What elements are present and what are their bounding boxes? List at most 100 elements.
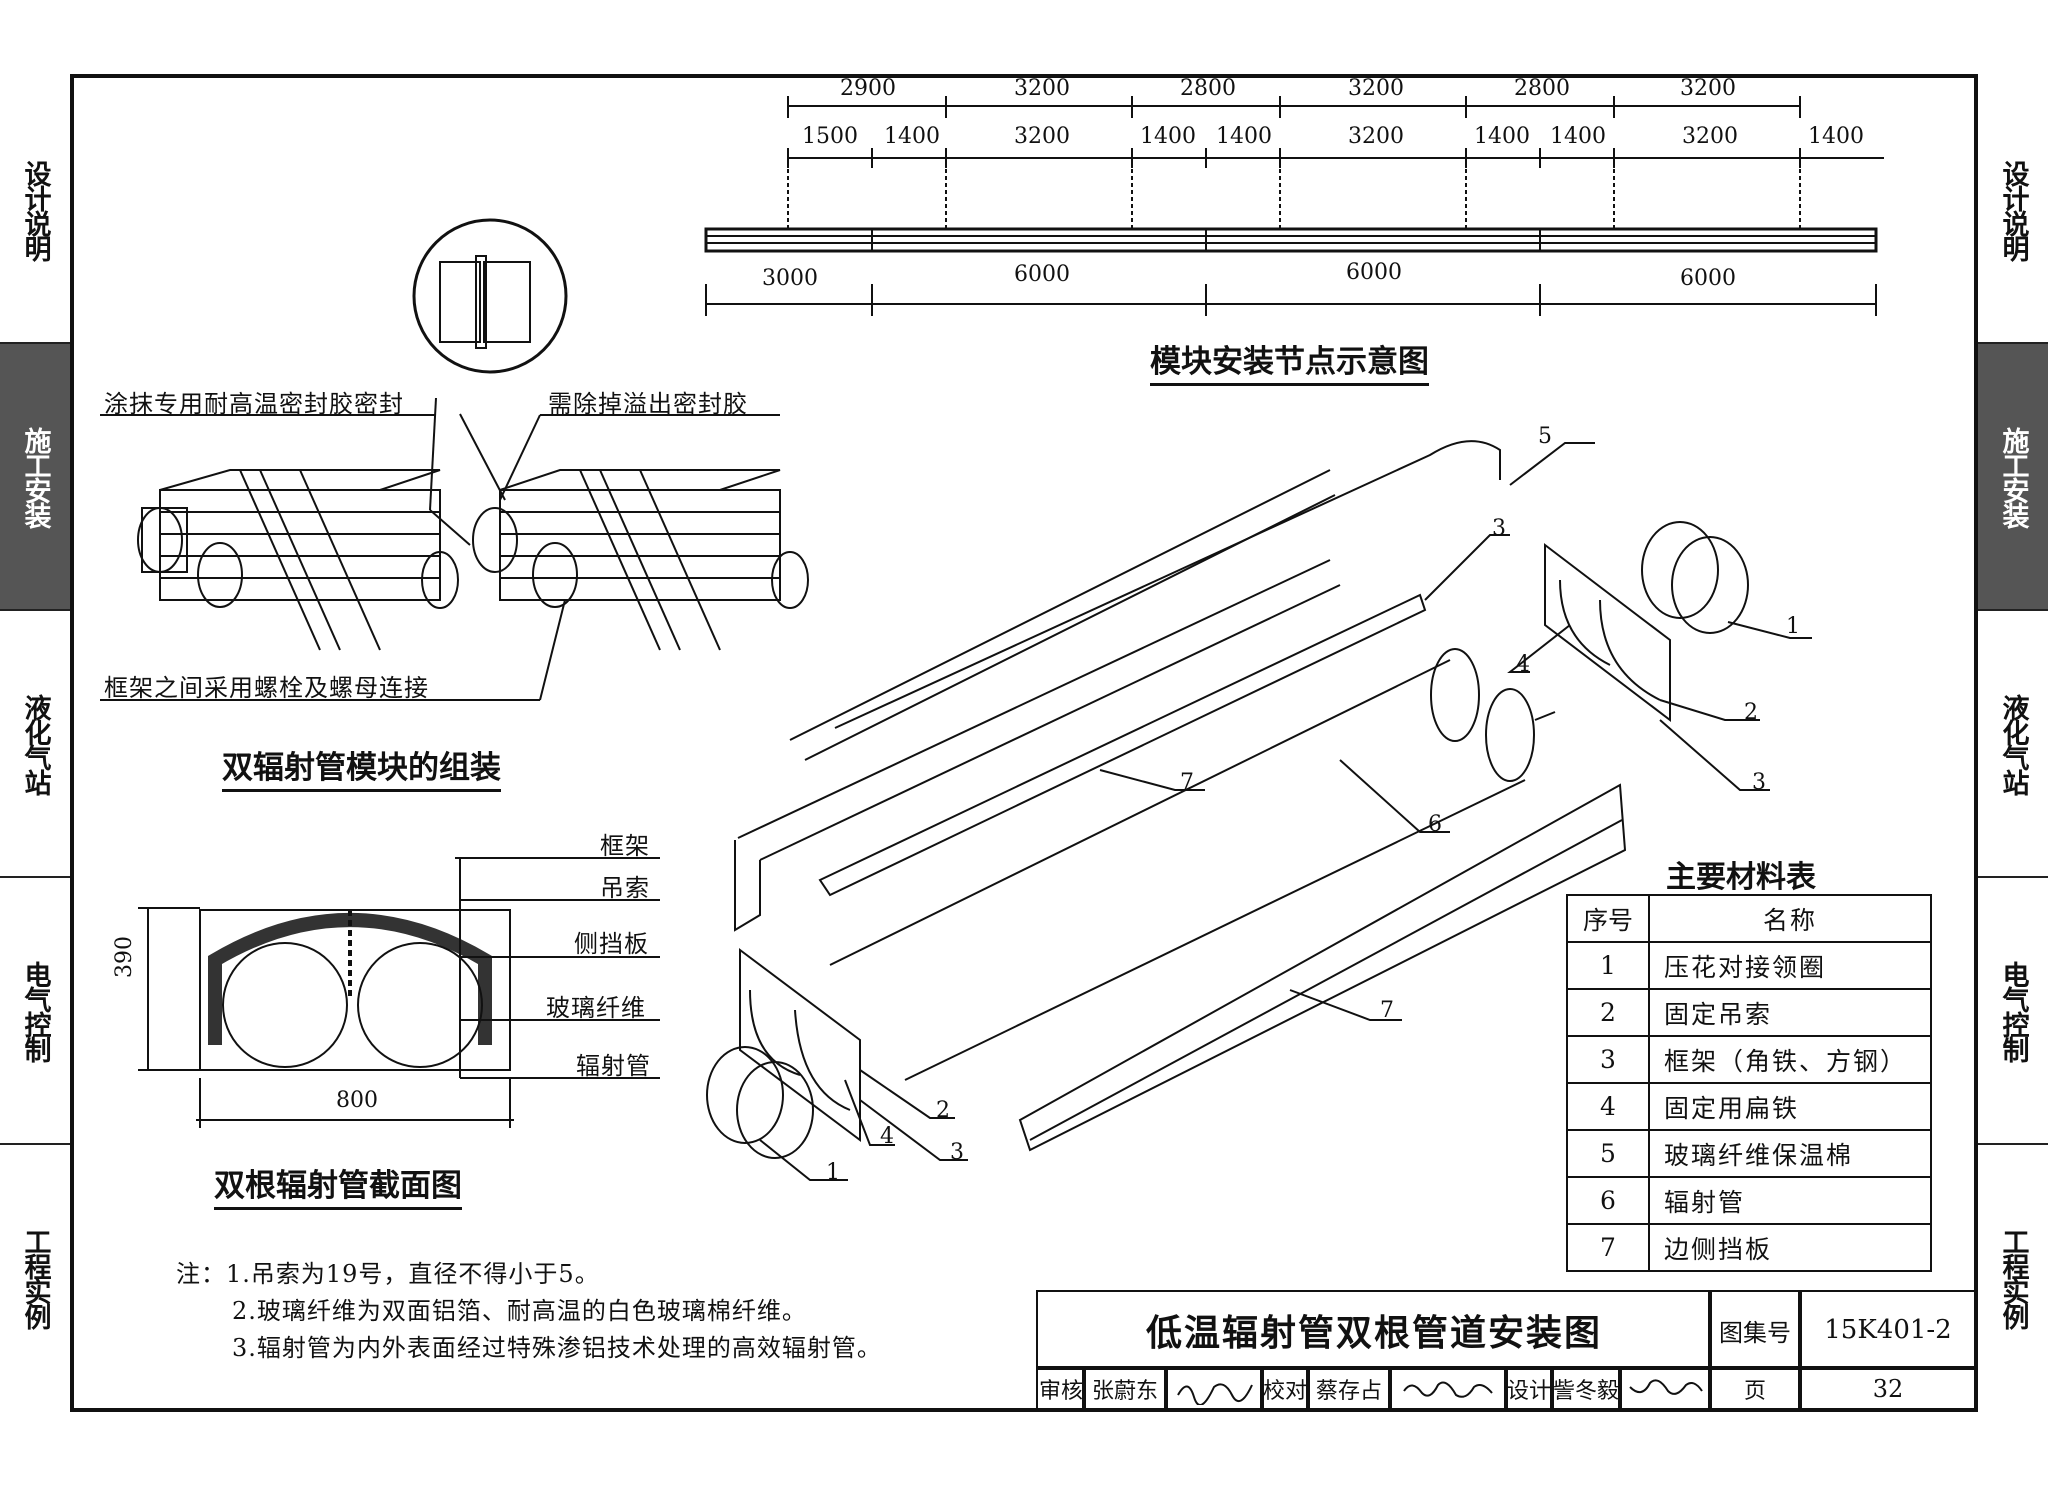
- callout-2-bottom: 2: [936, 1098, 950, 1123]
- dim-second-6: 3200: [1348, 124, 1404, 149]
- row-no: 2: [1566, 988, 1650, 1037]
- side-tab-design-notes-right[interactable]: 设计说明: [1978, 78, 2048, 344]
- dim-second-3: 3200: [1014, 124, 1070, 149]
- row-name: 固定吊索: [1648, 988, 1932, 1037]
- table-header-row: 序号 名称: [1566, 894, 1932, 943]
- module-node-title: 模块安装节点示意图: [1150, 336, 1429, 386]
- dim-second-8: 1400: [1550, 124, 1606, 149]
- row-name: 固定用扁铁: [1648, 1082, 1932, 1131]
- note-2: 2.玻璃纤维为双面铝箔、耐高温的白色玻璃棉纤维。: [232, 1297, 807, 1325]
- dim-second-9: 3200: [1682, 124, 1738, 149]
- atlas-label: 图集号: [1719, 1318, 1791, 1347]
- side-tab-construction-right[interactable]: 施工安装: [1978, 344, 2048, 611]
- page-label: 页: [1743, 1379, 1766, 1404]
- checker-cell: 蔡存占: [1306, 1366, 1392, 1412]
- reviewer-signature: [1177, 1383, 1253, 1405]
- title-block-main: 低温辐射管双根管道安装图: [1036, 1290, 1712, 1370]
- callout-4-bottom: 4: [880, 1124, 894, 1149]
- designer-signature-cell: [1618, 1366, 1712, 1412]
- note-line-3: 3.辐射管为内外表面经过特殊渗铝技术处理的高效辐射管。: [176, 1330, 882, 1367]
- note-3: 3.辐射管为内外表面经过特殊渗铝技术处理的高效辐射管。: [232, 1334, 882, 1362]
- check-label: 校对: [1262, 1379, 1307, 1404]
- callout-3-right: 3: [1752, 770, 1766, 795]
- callout-7-bottom: 7: [1380, 998, 1394, 1023]
- dim-bottom-4: 6000: [1680, 266, 1736, 291]
- page-no: 32: [1872, 1375, 1904, 1403]
- side-tab-examples[interactable]: 工程实例: [19, 1227, 51, 1328]
- callout-3-bottom: 3: [950, 1140, 964, 1165]
- section-height-dim: 390: [112, 936, 137, 978]
- dim-second-1: 1500: [802, 124, 858, 149]
- row-name: 框架（角铁、方钢）: [1648, 1035, 1932, 1084]
- side-tab-electrical-right[interactable]: 电气控制: [1978, 878, 2048, 1145]
- dim-bottom-1: 3000: [762, 266, 818, 291]
- table-header-name: 名称: [1648, 894, 1932, 943]
- side-tab-lpg-station-right[interactable]: 液化气站: [1978, 611, 2048, 878]
- section-label-glass-fiber: 玻璃纤维: [546, 994, 646, 1022]
- row-name: 辐射管: [1648, 1176, 1932, 1225]
- label-seal-with-sealant: 涂抹专用耐高温密封胶密封: [104, 390, 404, 418]
- designer-cell: 訾冬毅: [1550, 1366, 1622, 1412]
- row-no: 4: [1566, 1082, 1650, 1131]
- row-no: 6: [1566, 1176, 1650, 1225]
- dim-top-2: 3200: [1014, 76, 1070, 101]
- dim-second-7: 1400: [1474, 124, 1530, 149]
- check-label-cell: 校对: [1260, 1366, 1310, 1412]
- table-header-no: 序号: [1566, 894, 1650, 943]
- dim-bottom-2: 6000: [1014, 262, 1070, 287]
- designer-signature: [1629, 1379, 1703, 1395]
- section-width-dim: 800: [336, 1088, 378, 1113]
- dim-top-4: 3200: [1348, 76, 1404, 101]
- row-no: 1: [1566, 941, 1650, 990]
- side-tab-construction[interactable]: 施工安装: [0, 344, 70, 611]
- dim-top-5: 2800: [1514, 76, 1570, 101]
- section-title: 双根辐射管截面图: [214, 1160, 462, 1210]
- side-tab-design-notes[interactable]: 设计说明: [0, 78, 70, 344]
- reviewer-cell: 张蔚东: [1082, 1366, 1168, 1412]
- callout-1-bottom: 1: [826, 1160, 840, 1185]
- side-tab-electrical[interactable]: 电气控制: [0, 878, 70, 1145]
- dim-bottom-3: 6000: [1346, 260, 1402, 285]
- review-label-cell: 审核: [1036, 1366, 1086, 1412]
- assembly-title: 双辐射管模块的组装: [222, 742, 501, 792]
- atlas-no-cell: 15K401-2: [1798, 1290, 1978, 1370]
- dim-top-6: 3200: [1680, 76, 1736, 101]
- reviewer-signature-cell: [1164, 1366, 1264, 1412]
- page-label-cell: 页: [1708, 1366, 1802, 1412]
- drawing-title: 低温辐射管双根管道安装图: [1145, 1313, 1602, 1354]
- row-name: 边侧挡板: [1648, 1223, 1932, 1272]
- materials-table-title: 主要材料表: [1666, 860, 1816, 895]
- callout-6: 6: [1428, 812, 1442, 837]
- notes: 注：1.吊索为19号，直径不得小于5。 2.玻璃纤维为双面铝箔、耐高温的白色玻璃…: [176, 1256, 882, 1367]
- dim-second-5: 1400: [1216, 124, 1272, 149]
- callout-3-top: 3: [1492, 516, 1506, 541]
- label-bolt-connection: 框架之间采用螺栓及螺母连接: [104, 674, 429, 702]
- atlas-no: 15K401-2: [1824, 1315, 1952, 1345]
- row-name: 压花对接领圈: [1648, 941, 1932, 990]
- label-remove-excess-sealant: 需除掉溢出密封胶: [548, 390, 748, 418]
- side-tab-lpg-station[interactable]: 液化气站: [0, 611, 70, 878]
- side-tab-examples-right[interactable]: 工程实例: [1997, 1227, 2029, 1328]
- reviewer: 张蔚东: [1091, 1379, 1158, 1404]
- dim-second-4: 1400: [1140, 124, 1196, 149]
- checker-signature: [1403, 1381, 1493, 1398]
- design-label: 设计: [1506, 1379, 1551, 1404]
- atlas-label-cell: 图集号: [1708, 1290, 1802, 1370]
- page-no-cell: 32: [1798, 1366, 1978, 1412]
- callout-2-top: 2: [1744, 700, 1758, 725]
- note-1: 1.吊索为19号，直径不得小于5。: [226, 1260, 600, 1288]
- section-label-radiant-tube: 辐射管: [576, 1052, 651, 1080]
- dim-second-10: 1400: [1808, 124, 1864, 149]
- dim-top-1: 2900: [840, 76, 896, 101]
- note-line-2: 2.玻璃纤维为双面铝箔、耐高温的白色玻璃棉纤维。: [176, 1293, 882, 1330]
- section-label-frame: 框架: [600, 832, 650, 860]
- row-no: 3: [1566, 1035, 1650, 1084]
